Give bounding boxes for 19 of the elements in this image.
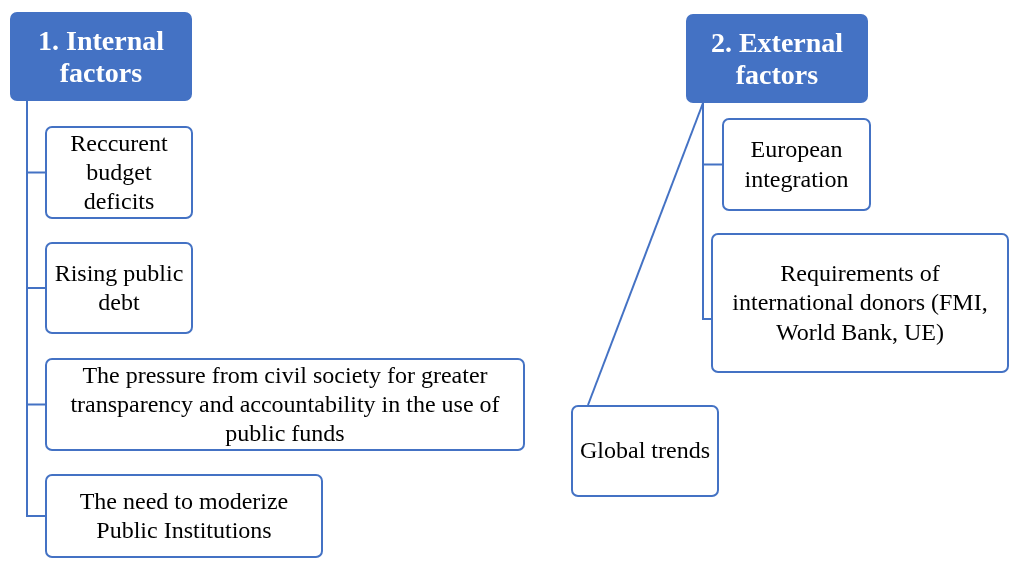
factor-text: European integration — [743, 135, 850, 194]
factor-box — [45, 126, 193, 219]
connector-line — [587, 102, 704, 406]
factor-text: 1. Internal factors — [37, 25, 165, 88]
factor-text: The pressure from civil society for greater transparency and accountability in the use of public funds — [69, 360, 501, 449]
factor-text: Requirements of international donors (FMI, World Bank, UE) — [731, 259, 989, 347]
factor-box — [45, 242, 193, 334]
factor-text: Rising public debt — [53, 258, 185, 317]
factor-box — [722, 118, 871, 211]
factor-text: Global trends — [580, 436, 710, 466]
factor-text: 2. External factors — [709, 27, 845, 90]
factor-box — [45, 474, 323, 558]
category-header-box — [10, 12, 192, 101]
connector-line — [702, 102, 712, 320]
factor-box — [711, 233, 1009, 373]
category-header-box — [686, 14, 868, 103]
factor-box — [571, 405, 719, 497]
factor-text: The need to moderize Public Institutions — [78, 486, 290, 545]
factor-text: Reccurent budget deficits — [69, 128, 169, 217]
